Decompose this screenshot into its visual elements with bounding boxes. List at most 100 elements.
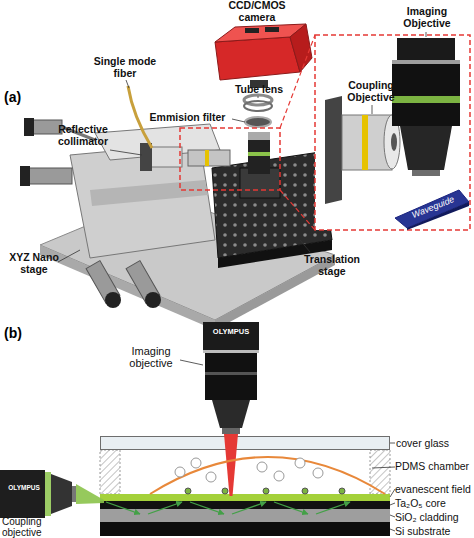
leader-line: [390, 443, 395, 444]
objective-ring: [392, 60, 460, 64]
objective-ring: [203, 350, 259, 353]
part-label: Translation stage: [292, 254, 372, 277]
excitation-cone: [224, 434, 238, 496]
camera-connector: [265, 27, 279, 32]
imaging-objective: [205, 353, 257, 400]
bound-particle: [339, 488, 345, 494]
leader-line: [58, 250, 80, 262]
cell: [295, 458, 305, 468]
inset-imaging-objective: [392, 62, 460, 126]
tube-lens-ring: [244, 101, 272, 111]
emission-filter: [245, 117, 271, 127]
bound-particle: [185, 488, 191, 494]
guided-ray: [106, 502, 140, 514]
bound-particle: [222, 488, 228, 494]
objective-nose: [51, 474, 72, 514]
inset-frame: [315, 35, 470, 230]
coupling-beam: [76, 484, 104, 504]
leader-line: [390, 503, 395, 505]
layer-label: PDMS chamber: [395, 460, 469, 472]
part-label: Reflective collimator: [48, 124, 118, 147]
guided-ray: [232, 502, 266, 514]
guided-ray: [190, 502, 224, 514]
layer-band: cover glass: [100, 436, 390, 450]
layer-label: SiO₂ cladding: [395, 511, 459, 523]
cell: [257, 462, 267, 472]
optical-fiber: [128, 86, 152, 148]
zoom-line: [280, 190, 315, 230]
part-label: Imaging objective: [120, 345, 182, 369]
leader-line: [110, 150, 142, 155]
objective-band: [205, 372, 257, 375]
leader-line: [372, 467, 395, 468]
part-label: OLYMPUS: [203, 328, 259, 336]
pdms-wall: [370, 450, 390, 494]
leader-line: [390, 515, 395, 517]
camera-side: [290, 24, 312, 72]
objective-band: [248, 152, 270, 156]
layer-band: PDMS chamber: [100, 450, 390, 494]
objective-ring: [248, 132, 270, 140]
zoom-line: [280, 35, 315, 128]
stage-groove: [90, 180, 208, 206]
part-label: CCD/CMOS camera: [222, 0, 292, 23]
leader-line: [372, 105, 373, 114]
part-label: Single mode fiber: [92, 56, 158, 79]
layer-label: evanescent field: [395, 483, 471, 495]
layer-band: SiO₂ cladding: [100, 509, 390, 522]
micrometer-knob: [32, 120, 62, 134]
bound-particle: [302, 488, 308, 494]
translation-stage-plate: [212, 152, 332, 258]
leader-line: [300, 240, 310, 252]
part-label: Coupling Objective: [336, 80, 406, 103]
guided-ray: [274, 502, 308, 514]
leader-line: [180, 360, 203, 365]
micrometer-end: [105, 292, 121, 308]
leader-line: [258, 96, 259, 98]
objective-tip: [72, 486, 76, 502]
imaging-objective: [203, 322, 259, 352]
coupling-objective: [0, 470, 45, 518]
imaging-objective-small: [248, 132, 270, 174]
layer-band: Ta₂O₅ core: [100, 501, 390, 509]
camera-front: [215, 37, 300, 80]
part-label: Imaging Objective: [392, 6, 462, 29]
cell: [175, 467, 185, 477]
part-label: Emmision filter: [140, 112, 235, 124]
part-label: Coupling objective: [2, 516, 82, 538]
coupling-objective-small: [188, 150, 230, 166]
panel-letter: (a): [4, 90, 34, 105]
inset-holder: [325, 96, 342, 204]
field-profile-arc: [150, 457, 385, 494]
objective-aperture: [391, 133, 397, 151]
cell: [313, 468, 323, 478]
micrometer-knob: [28, 168, 72, 184]
objective-tip: [222, 428, 240, 434]
bound-particle: [263, 488, 269, 494]
guided-ray: [316, 502, 350, 514]
objective-band: [205, 150, 209, 166]
cell: [191, 458, 201, 468]
base-plate-edge: [215, 255, 335, 330]
leader-line: [390, 489, 395, 497]
cell: [274, 471, 284, 481]
leader-line: [390, 529, 395, 531]
waveguide-chip: Waveguide: [393, 188, 471, 230]
inset-imaging-objective: [397, 38, 455, 62]
part-label: OLYMPUS: [2, 484, 46, 491]
pdms-wall: [100, 450, 120, 494]
objective-nose: [400, 126, 452, 170]
part-label: Tube lens: [224, 84, 294, 96]
objective-band: [392, 96, 460, 103]
objective-tip: [412, 170, 440, 176]
leader-line: [232, 119, 245, 122]
objective-band: [45, 472, 51, 516]
layer-label: Si substrate: [395, 525, 450, 537]
cell: [206, 472, 216, 482]
chamber-interior: [100, 450, 390, 494]
layer-label: Ta₂O₅ core: [395, 497, 446, 509]
guided-ray: [148, 502, 182, 514]
